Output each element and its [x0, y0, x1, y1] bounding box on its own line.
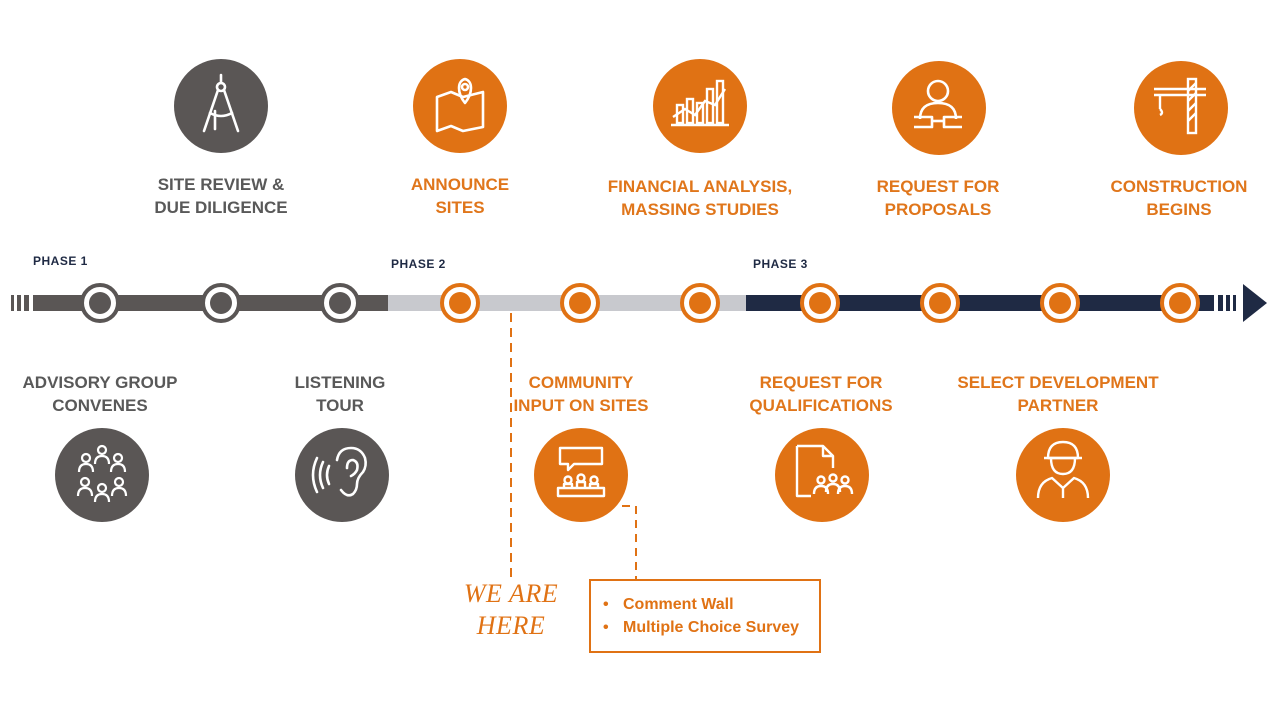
- node-8: [920, 283, 960, 323]
- meeting-icon: [534, 428, 628, 522]
- step-site-review-label: SITE REVIEW &DUE DILIGENCE: [154, 175, 288, 217]
- group-icon: [55, 428, 149, 522]
- step-financial-analysis-label: FINANCIAL ANALYSIS,MASSING STUDIES: [607, 177, 793, 219]
- phase-2-label: PHASE 2: [391, 257, 446, 271]
- timeline-start-marks: [11, 295, 29, 311]
- person-laptop-icon: [892, 61, 986, 155]
- we-are-here-dashed-line: [510, 313, 512, 581]
- map-pin-icon: [413, 59, 507, 153]
- node-10: [1160, 283, 1200, 323]
- node-6: [680, 283, 720, 323]
- callout-connector: [622, 505, 637, 580]
- compass-icon: [174, 59, 268, 153]
- node-9: [1040, 283, 1080, 323]
- list-item: •Comment Wall: [603, 596, 734, 613]
- phase-3-label: PHASE 3: [753, 257, 808, 271]
- community-input-methods-box: •Comment Wall •Multiple Choice Survey: [589, 579, 821, 653]
- node-7: [800, 283, 840, 323]
- document-people-icon: [775, 428, 869, 522]
- list-item: •Multiple Choice Survey: [603, 619, 800, 636]
- ear-icon: [295, 428, 389, 522]
- timeline-arrowhead: [1243, 284, 1267, 322]
- chart-icon: [653, 59, 747, 153]
- phase-3-segment: [746, 295, 1214, 311]
- timeline: [11, 283, 1267, 323]
- node-3: [320, 283, 360, 323]
- crane-icon: [1134, 61, 1228, 155]
- node-2: [201, 283, 241, 323]
- timeline-end-marks: [1218, 295, 1236, 311]
- node-5: [560, 283, 600, 323]
- worker-icon: [1016, 428, 1110, 522]
- node-1: [80, 283, 120, 323]
- phase-1-label: PHASE 1: [33, 254, 88, 268]
- node-4: [440, 283, 480, 323]
